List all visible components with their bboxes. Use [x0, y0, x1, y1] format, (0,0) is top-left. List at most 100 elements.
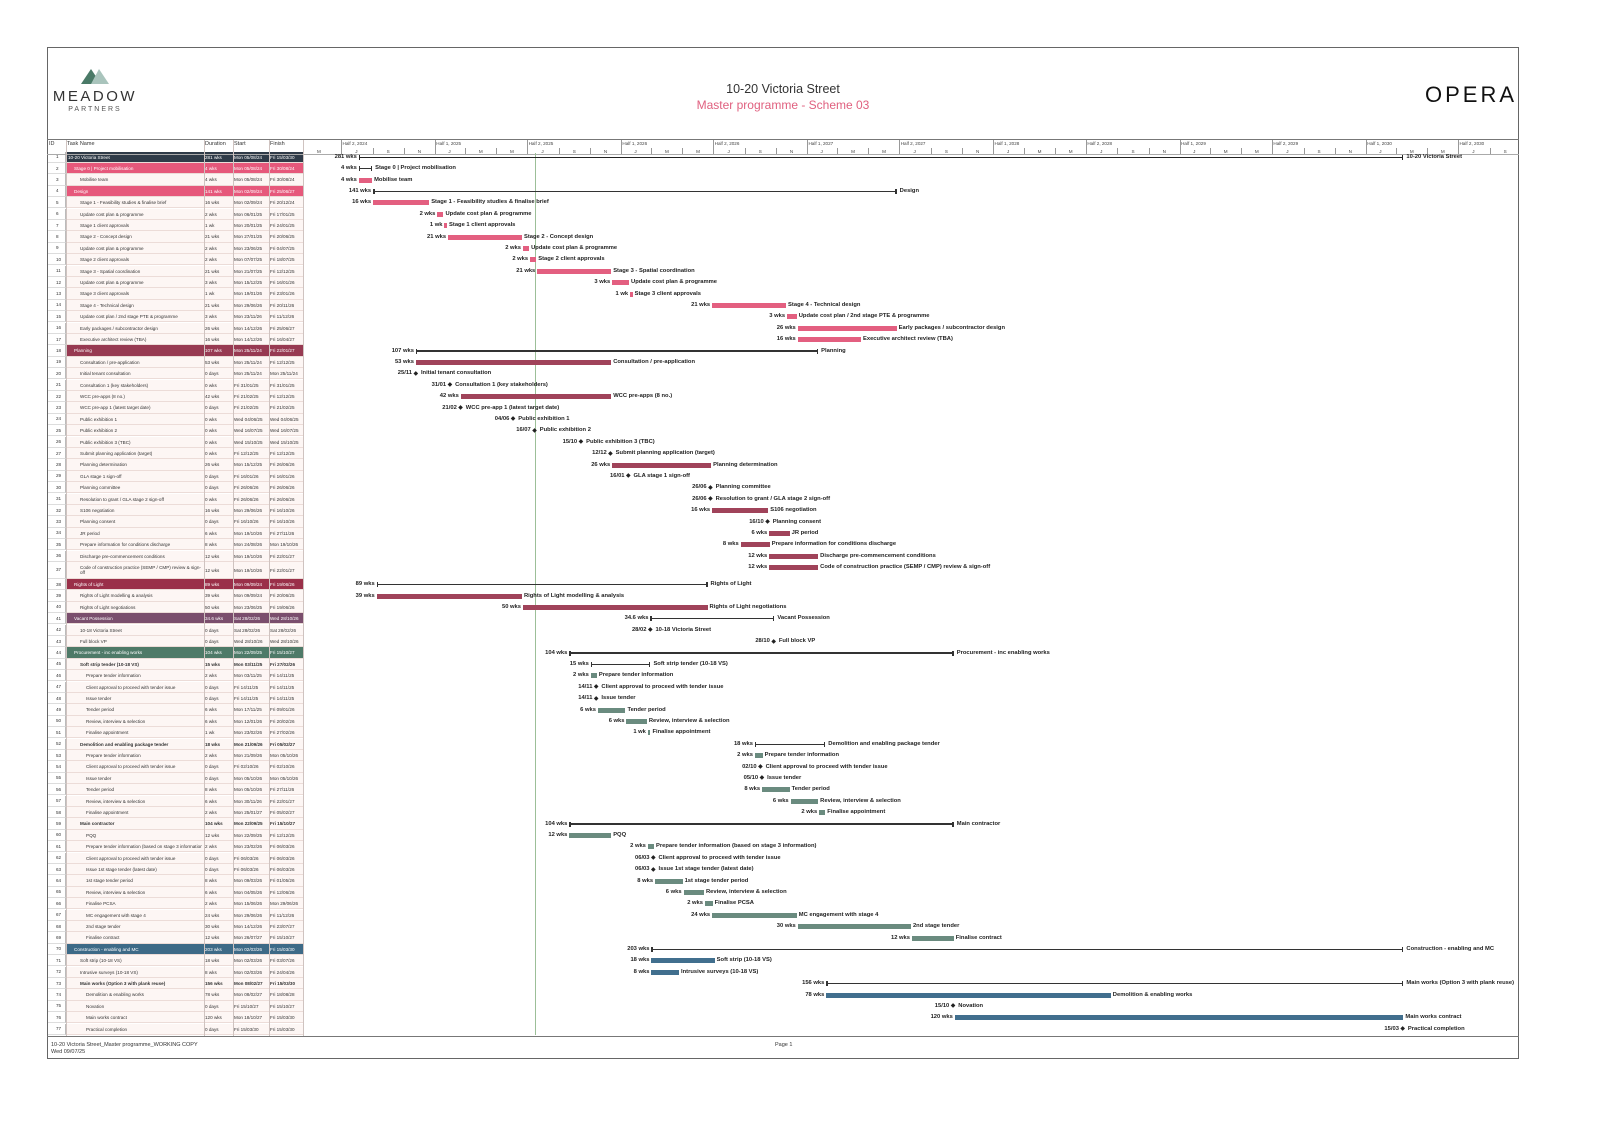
table-row[interactable]	[66, 402, 303, 414]
gantt-task-bar[interactable]	[740, 542, 770, 548]
table-row[interactable]	[66, 539, 303, 551]
col-header-task-name[interactable]: Task Name	[67, 141, 95, 147]
col-header-id[interactable]: ID	[49, 141, 55, 147]
gantt-summary-bar[interactable]	[590, 663, 651, 666]
table-row[interactable]	[66, 989, 303, 1001]
table-row[interactable]	[66, 886, 303, 899]
table-row[interactable]	[66, 681, 303, 693]
milestone-diamond-icon[interactable]: ◆	[759, 775, 765, 782]
table-row[interactable]	[66, 413, 303, 426]
gantt-task-bar[interactable]	[626, 718, 647, 724]
table-row[interactable]	[66, 162, 303, 175]
table-row[interactable]	[66, 738, 303, 750]
table-row[interactable]	[66, 727, 303, 739]
table-row[interactable]	[66, 265, 303, 277]
table-row[interactable]	[66, 390, 303, 403]
milestone-diamond-icon[interactable]: ◆	[510, 416, 516, 423]
milestone-diamond-icon[interactable]: ◆	[458, 405, 463, 411]
gantt-task-bar[interactable]	[790, 798, 819, 804]
table-row[interactable]	[66, 311, 303, 323]
gantt-task-bar[interactable]	[651, 969, 679, 975]
gantt-summary-bar[interactable]	[754, 743, 826, 745]
gantt-task-bar[interactable]	[612, 280, 630, 286]
milestone-diamond-icon[interactable]: ◆	[708, 496, 713, 503]
milestone-diamond-icon[interactable]: ◆	[413, 370, 419, 377]
gantt-summary-bar[interactable]	[358, 167, 373, 170]
gantt-task-bar[interactable]	[655, 878, 683, 884]
gantt-task-bar[interactable]	[954, 1015, 1404, 1021]
table-row[interactable]	[66, 749, 303, 762]
table-row[interactable]	[66, 459, 303, 471]
table-row[interactable]	[66, 829, 303, 842]
gantt-task-bar[interactable]	[448, 234, 522, 240]
table-row[interactable]	[66, 966, 303, 978]
gantt-summary-bar[interactable]	[826, 982, 1404, 985]
table-row[interactable]	[66, 670, 303, 682]
gantt-task-bar[interactable]	[769, 565, 819, 571]
gantt-task-bar[interactable]	[522, 245, 530, 251]
table-row[interactable]	[66, 436, 303, 448]
milestone-diamond-icon[interactable]: ◆	[593, 684, 599, 691]
table-row[interactable]	[66, 368, 303, 380]
gantt-summary-bar[interactable]	[373, 190, 897, 193]
table-row[interactable]	[66, 624, 303, 636]
table-row[interactable]	[66, 578, 303, 591]
milestone-diamond-icon[interactable]: ◆	[626, 473, 631, 480]
milestone-diamond-icon[interactable]: ◆	[758, 764, 763, 770]
table-row[interactable]	[66, 613, 303, 625]
gantt-task-bar[interactable]	[797, 337, 861, 343]
table-row[interactable]	[66, 647, 303, 659]
table-row[interactable]	[66, 482, 303, 494]
gantt-task-bar[interactable]	[911, 935, 954, 941]
milestone-diamond-icon[interactable]: ◆	[771, 638, 776, 645]
milestone-diamond-icon[interactable]: ◆	[608, 450, 613, 457]
table-row[interactable]	[66, 852, 303, 864]
gantt-task-bar[interactable]	[437, 211, 444, 217]
milestone-diamond-icon[interactable]: ◆	[950, 1003, 956, 1010]
table-row[interactable]	[66, 561, 303, 579]
table-row[interactable]	[66, 425, 303, 437]
gantt-task-bar[interactable]	[612, 462, 712, 468]
table-row[interactable]	[66, 875, 303, 887]
table-row[interactable]	[66, 504, 303, 517]
gantt-task-bar[interactable]	[597, 707, 626, 713]
gantt-task-bar[interactable]	[373, 200, 430, 206]
table-row[interactable]	[66, 932, 303, 944]
table-row[interactable]	[66, 761, 303, 773]
table-row[interactable]	[66, 1023, 303, 1035]
gantt-summary-bar[interactable]	[650, 618, 775, 620]
table-row[interactable]	[66, 818, 303, 830]
table-row[interactable]	[66, 208, 303, 220]
milestone-diamond-icon[interactable]: ◆	[593, 695, 599, 702]
table-row[interactable]	[66, 231, 303, 243]
table-row[interactable]	[66, 185, 303, 198]
gantt-summary-bar[interactable]	[376, 583, 708, 586]
gantt-task-bar[interactable]	[754, 753, 763, 759]
milestone-diamond-icon[interactable]: ◆	[708, 484, 713, 491]
gantt-task-bar[interactable]	[826, 992, 1111, 998]
table-row[interactable]	[66, 841, 303, 853]
table-row[interactable]	[66, 784, 303, 796]
gantt-task-bar[interactable]	[683, 889, 704, 895]
table-row[interactable]	[66, 1000, 303, 1013]
table-row[interactable]	[66, 151, 303, 163]
table-row[interactable]	[66, 658, 303, 671]
gantt-summary-bar[interactable]	[358, 156, 1404, 158]
table-row[interactable]	[66, 345, 303, 357]
table-row[interactable]	[66, 772, 303, 785]
gantt-task-bar[interactable]	[415, 359, 612, 365]
table-row[interactable]	[66, 333, 303, 346]
gantt-task-bar[interactable]	[460, 394, 612, 400]
gantt-task-bar[interactable]	[787, 314, 797, 320]
gantt-task-bar[interactable]	[522, 604, 708, 610]
gantt-task-bar[interactable]	[530, 257, 537, 263]
gantt-task-bar[interactable]	[712, 508, 769, 514]
gantt-task-bar[interactable]	[358, 177, 373, 183]
table-row[interactable]	[66, 254, 303, 266]
table-row[interactable]	[66, 601, 303, 614]
gantt-task-bar[interactable]	[590, 673, 597, 679]
gantt-task-bar[interactable]	[797, 924, 911, 930]
gantt-task-bar[interactable]	[647, 844, 654, 850]
gantt-task-bar[interactable]	[797, 325, 897, 331]
gantt-task-bar[interactable]	[647, 730, 651, 736]
